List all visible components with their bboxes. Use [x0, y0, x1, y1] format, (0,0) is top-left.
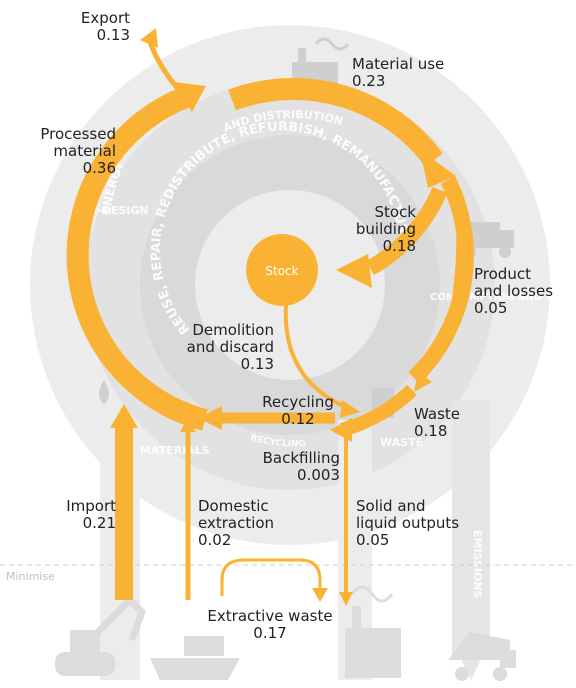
label-product-losses-line1: Product	[474, 265, 531, 283]
flow-export-head	[140, 28, 158, 48]
label-backfilling-name: Backfilling	[262, 449, 340, 467]
label-stock-building: Stock building 0.18	[340, 204, 416, 255]
label-domestic-extraction-line1: Domestic	[198, 497, 269, 515]
label-solid-liquid-value: 0.05	[356, 531, 390, 549]
flow-processed-material-head	[174, 82, 206, 112]
label-extractive-waste-name: Extractive waste	[207, 607, 333, 625]
label-processed-material: Processed material 0.36	[10, 126, 116, 177]
minimise-label: Minimise	[6, 570, 55, 583]
label-processed-material-line2: material	[53, 142, 116, 160]
label-material-use: Material use 0.23	[352, 56, 444, 90]
label-domestic-extraction: Domestic extraction 0.02	[198, 498, 274, 549]
label-export-value: 0.13	[96, 26, 130, 44]
label-processed-material-line1: Processed	[40, 125, 116, 143]
label-export-name: Export	[80, 9, 130, 27]
flow-export	[147, 41, 188, 100]
label-waste: Waste 0.18	[414, 406, 460, 440]
label-processed-material-value: 0.36	[82, 159, 116, 177]
label-product-losses: Product and losses 0.05	[474, 266, 553, 317]
label-recycling-value: 0.12	[281, 410, 315, 428]
label-demolition-line2: and discard	[186, 338, 274, 356]
flow-product-losses-head	[414, 372, 432, 392]
flows	[66, 28, 474, 606]
stock-circle	[246, 234, 318, 306]
label-stock-building-line1: Stock	[374, 203, 416, 221]
dump-truck-icon	[448, 632, 516, 681]
flow-domestic-extraction-head	[180, 418, 196, 432]
label-backfilling-value: 0.003	[297, 466, 340, 484]
label-recycling: Recycling 0.12	[250, 394, 346, 428]
ring-label-emissions: EMISSIONS	[471, 530, 484, 599]
ring-label-materials: MATERIALS	[140, 444, 210, 457]
flow-stock-building	[366, 186, 448, 275]
excavator-icon	[55, 595, 147, 676]
ship-icon	[150, 636, 240, 680]
label-solid-liquid: Solid and liquid outputs 0.05	[356, 498, 459, 549]
label-waste-value: 0.18	[414, 422, 448, 440]
label-demolition-value: 0.13	[240, 355, 274, 373]
label-domestic-extraction-value: 0.02	[198, 531, 232, 549]
flow-stock-building-head	[336, 254, 372, 288]
flow-product-losses	[420, 213, 461, 382]
flow-recycling-head	[198, 406, 222, 430]
flow-demolition-head	[340, 400, 360, 418]
flow-material-use-head	[420, 150, 456, 188]
ring-label-waste: WASTE	[380, 436, 423, 449]
flow-demolition	[283, 304, 349, 410]
label-stock-building-value: 0.18	[382, 237, 416, 255]
label-domestic-extraction-line2: extraction	[198, 514, 275, 532]
label-export: Export 0.13	[60, 10, 130, 44]
label-waste-name: Waste	[414, 405, 460, 423]
label-import-value: 0.21	[82, 514, 116, 532]
flow-material-use	[228, 77, 443, 167]
label-material-use-value: 0.23	[352, 72, 386, 90]
flow-import-head	[110, 404, 138, 428]
label-stock-building-line2: building	[355, 220, 416, 238]
flow-right-arc	[408, 176, 474, 384]
factory-emissions-icon	[345, 585, 401, 678]
ring-label-consumption: CONSUMPTION AND STOCK	[430, 292, 576, 303]
label-import-name: Import	[66, 497, 116, 515]
label-recycling-name: Recycling	[262, 393, 334, 411]
label-material-use-name: Material use	[352, 55, 445, 73]
flow-extractive-waste-head	[312, 588, 328, 602]
label-demolition: Demolition and discard 0.13	[168, 322, 274, 373]
label-backfilling: Backfilling 0.003	[236, 450, 340, 484]
label-solid-liquid-line2: liquid outputs	[356, 514, 460, 532]
water-drop-icon	[99, 380, 109, 404]
label-demolition-line1: Demolition	[192, 321, 274, 339]
label-product-losses-line2: and losses	[474, 282, 554, 300]
stock-label: Stock	[265, 264, 299, 278]
label-extractive-waste-value: 0.17	[253, 624, 287, 642]
flow-solid-liquid-head	[339, 592, 353, 606]
label-extractive-waste: Extractive waste 0.17	[190, 608, 350, 642]
label-product-losses-value: 0.05	[474, 299, 508, 317]
flow-extractive-waste	[220, 558, 322, 596]
flow-processed-material	[66, 86, 208, 431]
label-import: Import 0.21	[40, 498, 116, 532]
label-solid-liquid-line1: Solid and	[356, 497, 426, 515]
